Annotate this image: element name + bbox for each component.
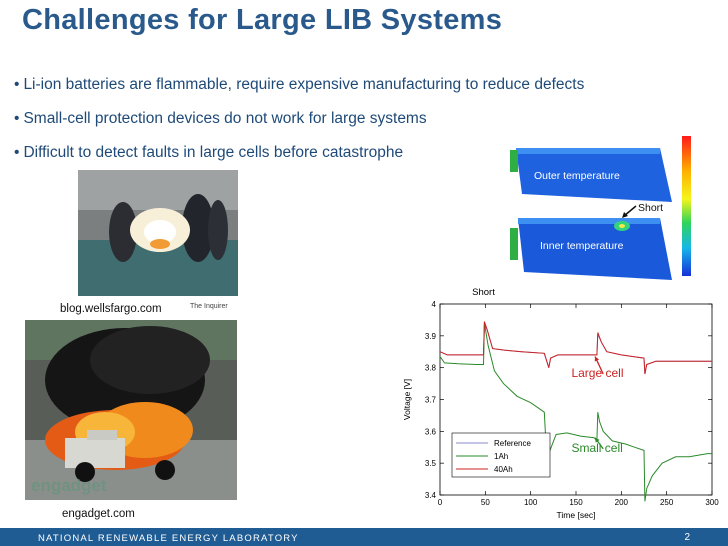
y-tick-label: 3.8 — [425, 364, 437, 373]
top-photo-credit: The Inquirer — [190, 303, 228, 310]
x-tick-label: 100 — [524, 498, 538, 507]
outer-temperature-label: Outer temperature — [534, 170, 620, 182]
x-tick-label: 200 — [615, 498, 629, 507]
thermal-short-label: Short — [638, 202, 664, 214]
y-tick-label: 3.6 — [425, 427, 437, 436]
chart-legend: Reference 1Ah 40Ah — [451, 432, 551, 478]
top-photo-caption: blog.wellsfargo.com — [60, 303, 162, 315]
y-tick-label: 3.5 — [425, 459, 437, 468]
battery-fire-photo — [78, 170, 238, 296]
footer-lab-name: NATIONAL RENEWABLE ENERGY LABORATORY — [38, 533, 299, 544]
bullet-text: Difficult to detect faults in large cell… — [23, 144, 404, 161]
x-axis: 0 50 100 150 200 250 300 — [438, 304, 719, 507]
x-tick-label: 300 — [705, 498, 719, 507]
bullet-text: Li-ion batteries are flammable, require … — [23, 76, 585, 93]
x-tick-label: 150 — [569, 498, 583, 507]
slide-title: Challenges for Large LIB Systems — [22, 4, 503, 36]
bullet-text: Small-cell protection devices do not wor… — [23, 110, 427, 127]
series-lines — [439, 321, 712, 502]
page-number: 2 — [684, 532, 690, 543]
series-line-1ah — [439, 323, 712, 502]
battery-fire-image — [78, 170, 238, 296]
legend-label: 40Ah — [494, 465, 513, 474]
thermal-plates — [510, 136, 691, 280]
short-annotation: Short — [472, 287, 495, 298]
y-axis-label: Voltage [V] — [402, 379, 412, 420]
legend-label: 1Ah — [494, 452, 508, 461]
series-line-40ah — [439, 321, 712, 375]
bullet-2: •Small-cell protection devices do not wo… — [14, 110, 427, 127]
thermal-short-arrow-icon — [622, 205, 637, 218]
footer-bar — [0, 528, 728, 546]
bullet-3: •Difficult to detect faults in large cel… — [14, 144, 404, 161]
legend-box — [451, 432, 551, 478]
small-cell-arrow-head — [595, 437, 600, 443]
bottom-photo-caption: engadget.com — [62, 508, 135, 520]
vehicle-fire-image — [25, 320, 237, 500]
engadget-watermark: engadget — [31, 476, 107, 495]
legend-label: Reference — [494, 439, 531, 448]
inner-temperature-label: Inner temperature — [540, 240, 624, 252]
bullet-1: •Li-ion batteries are flammable, require… — [14, 76, 585, 93]
large-cell-annotation: Large cell — [571, 366, 623, 380]
annotation-arrows — [594, 356, 604, 450]
vehicle-fire-photo: engadget — [25, 320, 237, 500]
large-cell-arrow-head — [594, 356, 600, 362]
small-cell-annotation: Small cell — [571, 441, 622, 455]
x-tick-label: 0 — [438, 498, 443, 507]
y-tick-label: 4 — [432, 300, 437, 309]
x-axis-label: Time [sec] — [557, 510, 596, 520]
x-tick-label: 250 — [660, 498, 674, 507]
y-tick-label: 3.7 — [425, 396, 437, 405]
thermal-simulation: Outer temperature Inner temperature Shor… — [510, 132, 710, 282]
y-tick-label: 3.4 — [425, 491, 437, 500]
x-tick-label: 50 — [481, 498, 490, 507]
voltage-chart: 3.4 3.5 3.6 3.7 3.8 3.9 4 0 50 100 150 200 250 300 T… — [402, 287, 719, 520]
y-axis: 3.4 3.5 3.6 3.7 3.8 3.9 4 — [425, 300, 712, 500]
y-tick-label: 3.9 — [425, 332, 437, 341]
